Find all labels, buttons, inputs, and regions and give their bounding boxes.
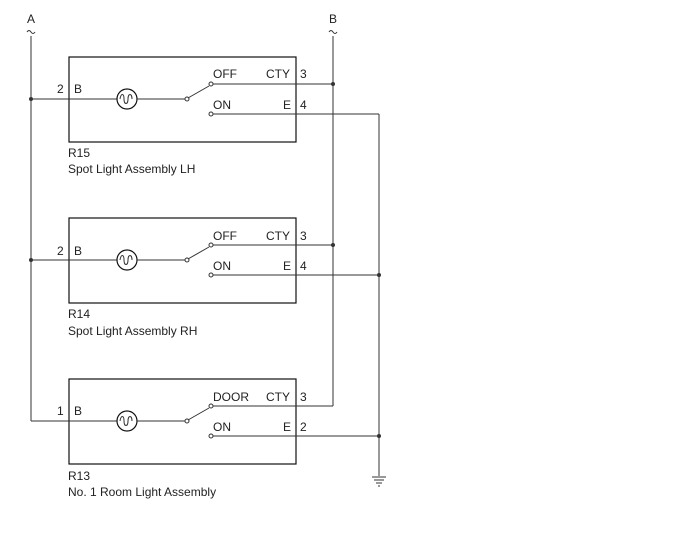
upper-pin-number: 3 (300, 67, 307, 81)
lower-pin-label: E (283, 259, 291, 273)
left-pin-number: 2 (57, 82, 64, 96)
upper-contact-label: OFF (213, 67, 237, 81)
lower-pin-number: 2 (300, 420, 307, 434)
assembly-r13: 1 B DOOR ON CTY E 3 2 R13 No. 1 Room Lig… (31, 378, 381, 499)
lower-pin-number: 4 (300, 259, 307, 273)
assembly-r15: 2 B OFF ON CTY E 3 4 R15 Spot Light Asse… (29, 56, 379, 176)
lower-pin-number: 4 (300, 98, 307, 112)
upper-pin-label: CTY (266, 67, 290, 81)
left-pin-label: B (74, 404, 82, 418)
terminal-a-label: A (27, 12, 35, 26)
upper-pin-number: 3 (300, 229, 307, 243)
left-pin-number: 2 (57, 244, 64, 258)
assembly-name: Spot Light Assembly LH (68, 162, 195, 176)
ground-icon (372, 476, 386, 487)
assembly-name: No. 1 Room Light Assembly (68, 485, 216, 499)
assembly-r14: 2 B OFF ON CTY E 3 4 R14 Spot Light Asse… (29, 217, 381, 338)
upper-pin-number: 3 (300, 390, 307, 404)
assembly-code: R14 (68, 307, 90, 321)
assembly-name: Spot Light Assembly RH (68, 324, 197, 338)
terminal-a-break (26, 30, 36, 34)
upper-contact-label: DOOR (213, 390, 249, 404)
terminal-b-label: B (329, 12, 337, 26)
lamp-icon (116, 88, 138, 110)
lower-contact-label: ON (213, 98, 231, 112)
left-pin-label: B (74, 244, 82, 258)
lamp-icon (116, 410, 138, 432)
upper-pin-label: CTY (266, 229, 290, 243)
lower-pin-label: E (283, 98, 291, 112)
upper-pin-label: CTY (266, 390, 290, 404)
lower-pin-label: E (283, 420, 291, 434)
upper-contact-label: OFF (213, 229, 237, 243)
switch-icon (184, 81, 214, 117)
lower-contact-label: ON (213, 420, 231, 434)
lower-contact-label: ON (213, 259, 231, 273)
assembly-code: R13 (68, 469, 90, 483)
left-pin-number: 1 (57, 404, 64, 418)
terminal-b-break (328, 30, 338, 34)
lamp-icon (116, 249, 138, 271)
left-pin-label: B (74, 82, 82, 96)
assembly-code: R15 (68, 146, 90, 160)
